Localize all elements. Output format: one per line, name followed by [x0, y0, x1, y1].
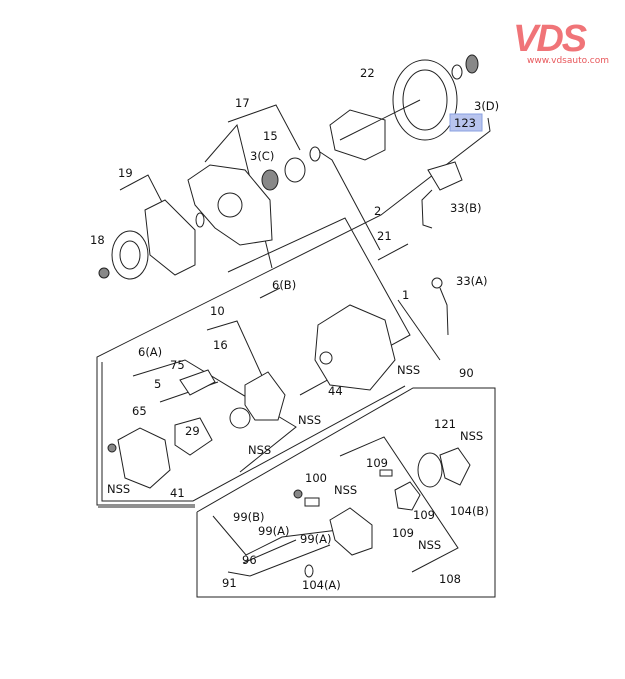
callout-33a[interactable]: 33(A) [456, 274, 487, 288]
callout-33b[interactable]: 33(B) [450, 201, 482, 215]
callout-109[interactable]: 109 [413, 508, 435, 522]
rotor-2 [329, 109, 386, 161]
parts [98, 54, 479, 578]
bearing-3d [465, 54, 479, 74]
callout-10[interactable]: 10 [210, 304, 225, 318]
cover-121 [439, 447, 471, 486]
callout-nss[interactable]: NSS [298, 413, 321, 427]
fan-19 [144, 199, 196, 276]
cover-41 [117, 427, 171, 489]
callout-6b[interactable]: 6(B) [272, 278, 296, 292]
callout-123[interactable]: 123 [454, 116, 476, 130]
callout-5[interactable]: 5 [154, 377, 161, 391]
brush-holder-75 [179, 369, 216, 396]
callout-18[interactable]: 18 [90, 233, 105, 247]
logo-brand: VDS [513, 18, 587, 60]
nut-18 [98, 267, 110, 279]
bearing-123 [451, 64, 463, 80]
callout-109[interactable]: 109 [366, 456, 388, 470]
callout-104a[interactable]: 104(A) [302, 578, 341, 592]
callout-2[interactable]: 2 [374, 204, 381, 218]
callout-17[interactable]: 17 [235, 96, 250, 110]
callout-91[interactable]: 91 [222, 576, 237, 590]
callout-labels: 22 3(D) 17 15 3(C) 19 2 33(B) 18 21 33(A) 6(B) 1 10 16… [90, 66, 499, 592]
vacuum-pump [329, 507, 373, 556]
vds-logo: VDS www.vdsauto.com [513, 18, 613, 66]
regulator [244, 371, 286, 421]
callout-3c[interactable]: 3(C) [250, 149, 274, 163]
callout-3d[interactable]: 3(D) [474, 99, 499, 113]
callout-19[interactable]: 19 [118, 166, 133, 180]
callout-21[interactable]: 21 [377, 229, 392, 243]
callout-1[interactable]: 1 [402, 288, 409, 302]
callout-nss[interactable]: NSS [248, 443, 271, 457]
callout-99b[interactable]: 99(B) [233, 510, 265, 524]
callout-99a[interactable]: 99(A) [258, 524, 289, 538]
callout-104b[interactable]: 104(B) [450, 504, 489, 518]
callout-65[interactable]: 65 [132, 404, 147, 418]
callout-6a[interactable]: 6(A) [138, 345, 162, 359]
callout-121[interactable]: 121 [434, 417, 456, 431]
callout-29[interactable]: 29 [185, 424, 200, 438]
callout-41[interactable]: 41 [170, 486, 185, 500]
callout-96[interactable]: 96 [242, 553, 257, 567]
callout-90[interactable]: 90 [459, 366, 474, 380]
rear-frame-1 [314, 304, 396, 391]
part-29 [174, 417, 213, 456]
logo-url: www.vdsauto.com [527, 56, 610, 66]
highlight-box [449, 113, 483, 132]
callout-100[interactable]: 100 [305, 471, 327, 485]
sensor-33a [431, 277, 443, 289]
callout-nss[interactable]: NSS [334, 483, 357, 497]
callout-99a[interactable]: 99(A) [300, 532, 331, 546]
callout-44[interactable]: 44 [328, 384, 343, 398]
callout-108[interactable]: 108 [439, 572, 461, 586]
callout-109[interactable]: 109 [392, 526, 414, 540]
rotor-108 [394, 481, 421, 511]
callout-nss[interactable]: NSS [418, 538, 441, 552]
callout-16[interactable]: 16 [213, 338, 228, 352]
sensor-33b [427, 161, 463, 191]
callout-nss[interactable]: NSS [397, 363, 420, 377]
callout-15[interactable]: 15 [263, 129, 278, 143]
callout-22[interactable]: 22 [360, 66, 375, 80]
callout-nss[interactable]: NSS [460, 429, 483, 443]
callout-75[interactable]: 75 [170, 358, 185, 372]
oring-104b [417, 452, 443, 488]
callout-nss[interactable]: NSS [107, 482, 130, 496]
